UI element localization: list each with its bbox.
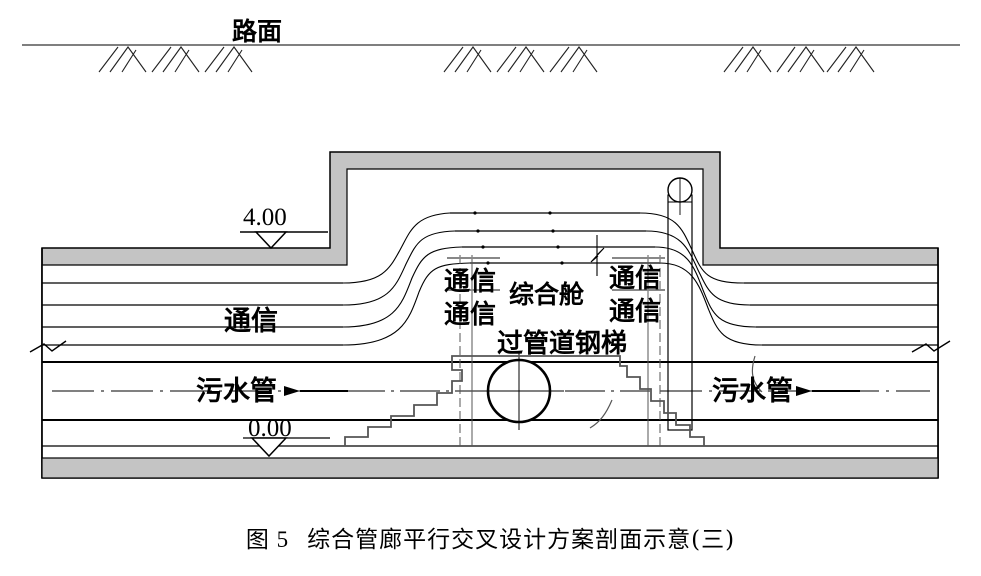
elev-bottom-triangle <box>250 437 288 458</box>
vertical-shaft-group <box>667 177 693 431</box>
chamber-guide-lines <box>459 255 661 446</box>
zone-separators <box>42 360 938 447</box>
sewer-label-right: 污水管 <box>712 376 793 407</box>
figure-caption-text: 综合管廊平行交叉设计方案剖面示意(三) <box>307 527 736 553</box>
elevation-bottom-value: 0.00 <box>248 415 292 442</box>
comm-label-inner-bottom-right: 通信 <box>609 297 661 327</box>
ladder-step-profile <box>344 355 705 446</box>
sewer-label-left: 污水管 <box>196 376 277 407</box>
elevation-top-value: 4.00 <box>243 204 287 231</box>
comm-label-inner-top-left: 通信 <box>444 267 496 297</box>
upper-run-break-symbol <box>590 235 605 276</box>
comm-label-inner-bottom-left: 通信 <box>444 300 496 330</box>
bottom-slab <box>41 457 939 479</box>
steel-ladder-steps <box>344 355 705 446</box>
elev-top-triangle <box>254 231 288 250</box>
break-symbol-left <box>29 340 67 353</box>
figure-number: 图 5 <box>245 527 290 552</box>
connector-arc-1 <box>589 399 613 429</box>
chamber-connector-arcs <box>589 355 763 429</box>
break-symbol-right <box>911 340 951 353</box>
chamber-label: 综合舱 <box>509 280 585 309</box>
ground-surface-group <box>22 44 960 73</box>
label-leader-bars <box>447 257 665 291</box>
cable-tiers-left <box>42 282 343 346</box>
comm-label-inner-top-right: 通信 <box>609 264 661 294</box>
ladder-label: 过管道钢梯 <box>497 328 627 359</box>
elevation-marker-top <box>240 231 328 250</box>
ground-surface-label: 路面 <box>232 17 282 46</box>
figure-caption: 图 5 综合管廊平行交叉设计方案剖面示意(三) <box>0 520 981 554</box>
elevation-marker-bottom <box>243 437 330 458</box>
ground-hatching <box>98 46 875 73</box>
sewer-pipe-section <box>474 352 564 430</box>
break-symbols <box>29 340 951 353</box>
cable-run-ticks <box>473 211 564 265</box>
comm-label-left: 通信 <box>224 306 278 337</box>
cable-curves-left <box>342 212 471 346</box>
connector-arc-2 <box>751 355 763 393</box>
cable-curves-right <box>639 212 763 346</box>
cable-tiers-right <box>744 282 938 346</box>
